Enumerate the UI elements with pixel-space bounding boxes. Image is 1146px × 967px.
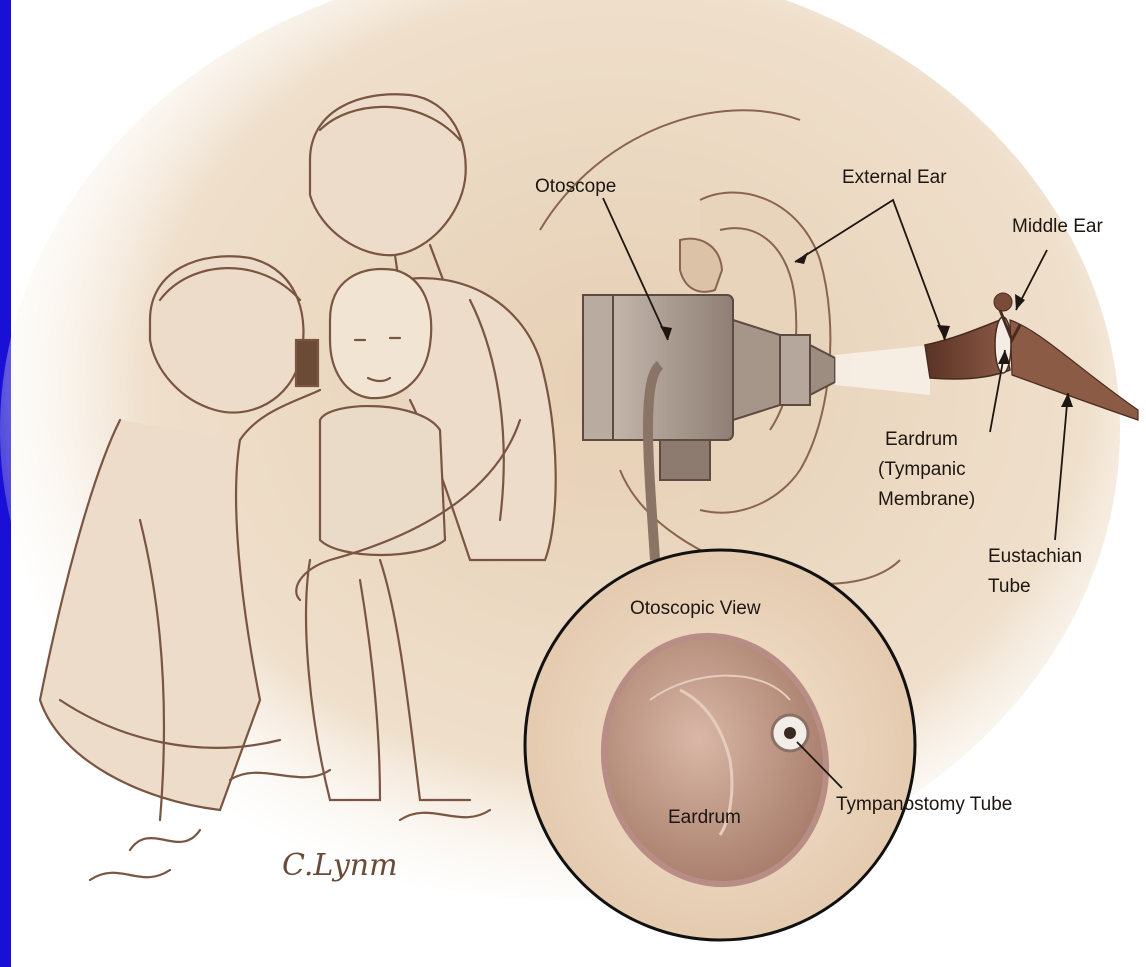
label-middle-ear: Middle Ear — [1012, 216, 1103, 237]
label-eardrum-line2: (Tympanic — [878, 459, 966, 480]
label-eardrum-line1: Eardrum — [885, 429, 958, 450]
label-external-ear: External Ear — [842, 167, 947, 188]
label-otoscope: Otoscope — [535, 176, 616, 197]
artist-signature: C.Lynm — [282, 848, 398, 883]
label-eardrum-line3: Membrane) — [878, 489, 975, 510]
inset-label-eardrum: Eardrum — [668, 807, 741, 828]
label-eustachian-line1: Eustachian — [988, 546, 1082, 567]
label-eustachian-line2: Tube — [988, 576, 1031, 597]
inset-label-tympanostomy-tube: Tympanostomy Tube — [836, 794, 1012, 815]
inset-title: Otoscopic View — [630, 598, 761, 619]
